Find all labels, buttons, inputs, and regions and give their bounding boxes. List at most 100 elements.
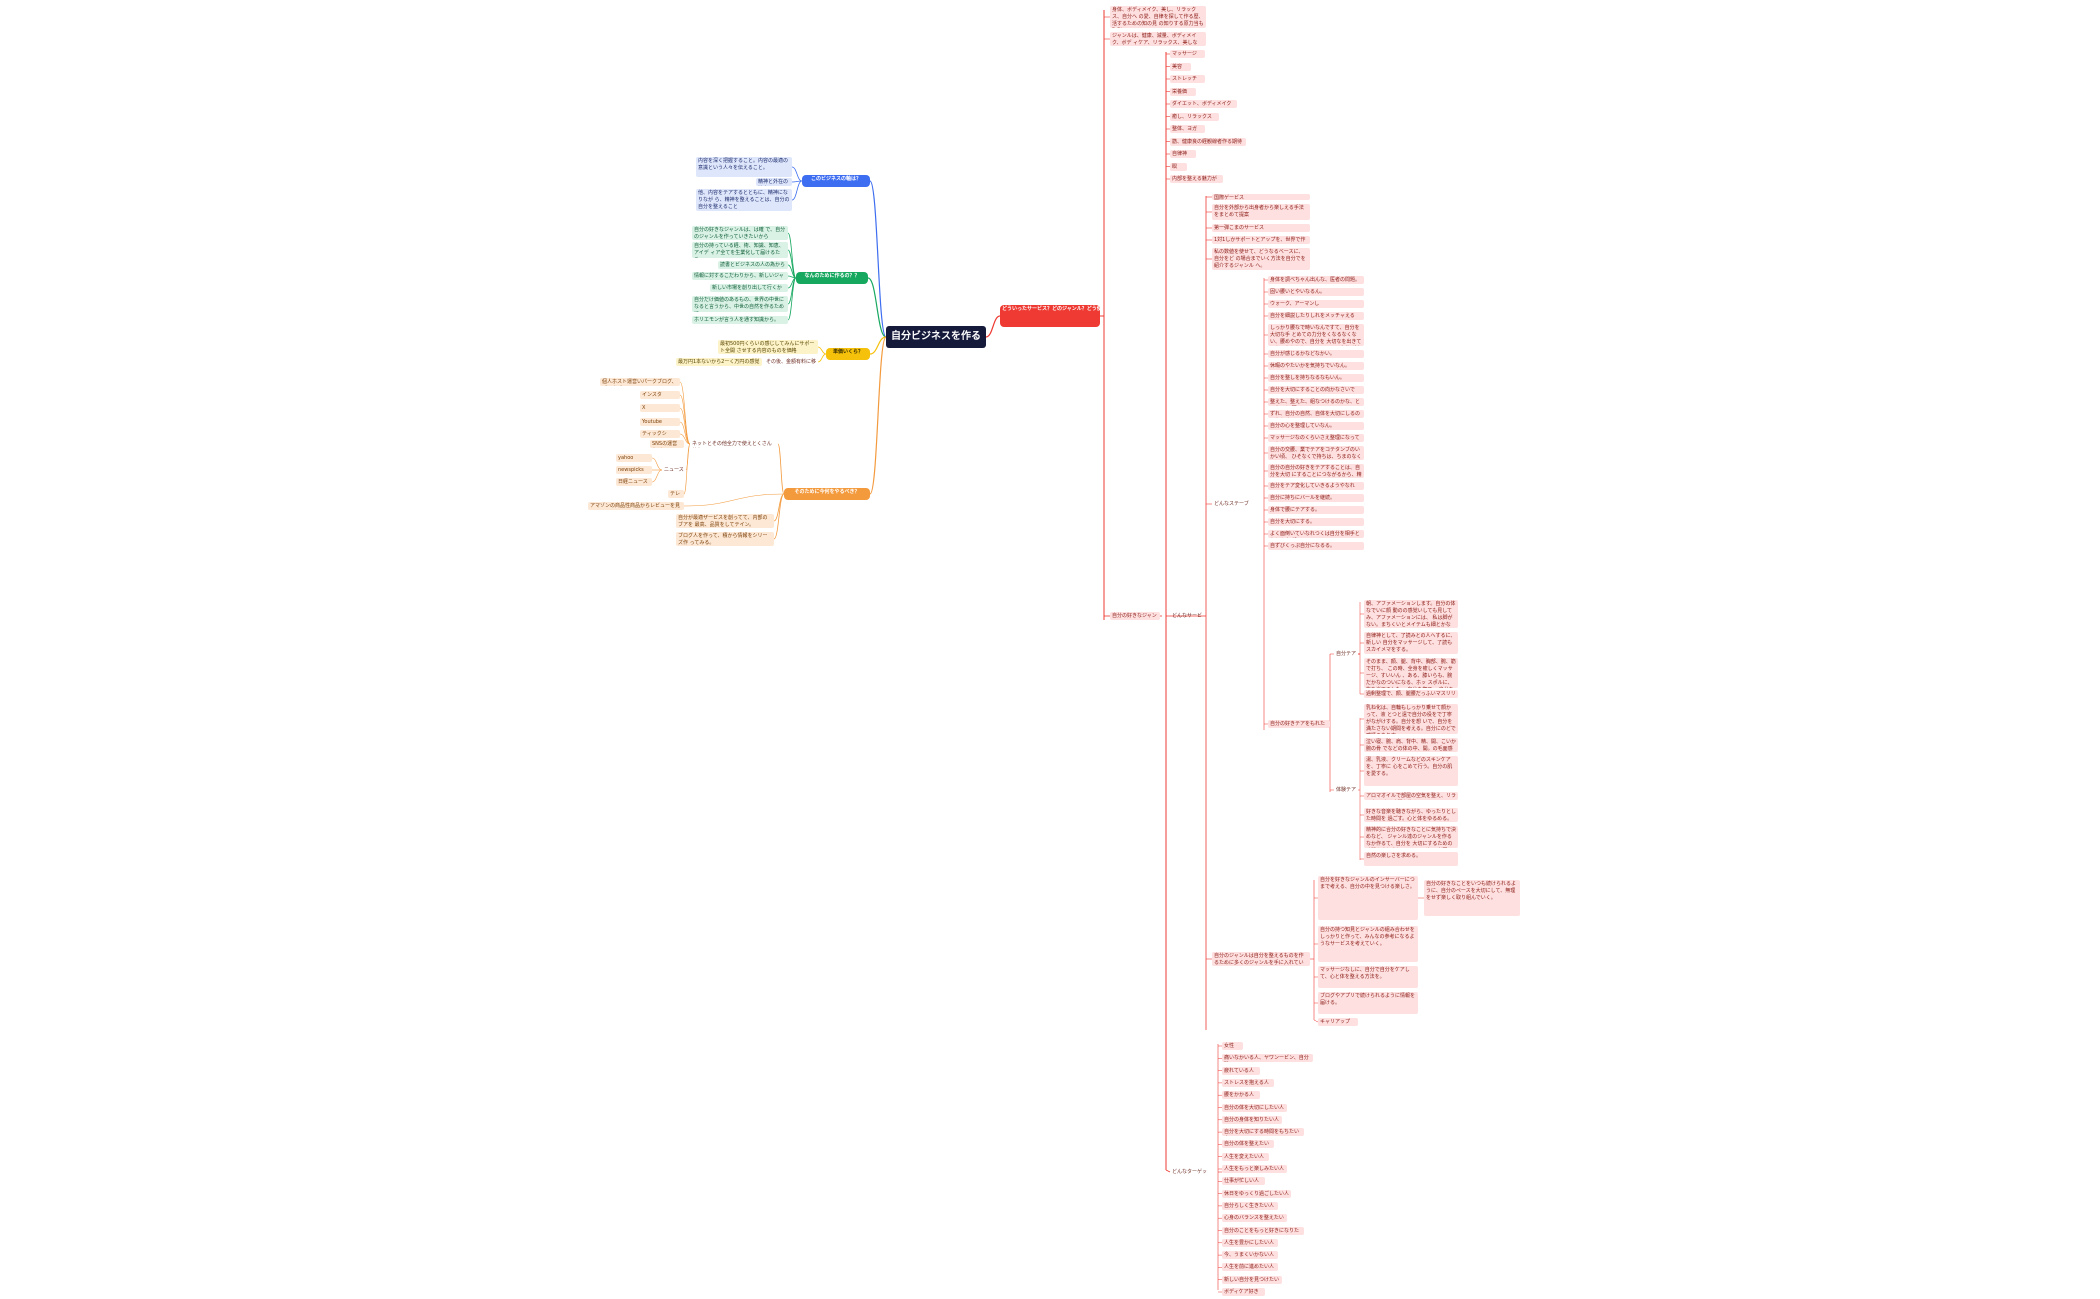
node-service-1[interactable]: 自分を外部から出身者から楽しえる手法をまとめて提案 bbox=[1212, 204, 1310, 220]
node-target-20[interactable]: ボディケア好き bbox=[1222, 1288, 1265, 1296]
node-green-4[interactable]: 新しい市場を創り出して行くから。 bbox=[710, 284, 788, 292]
node-red-note-0[interactable]: 身体、ボディメイク、美し、リラックス、自分へ の愛、自律を探して作る歴、活するた… bbox=[1110, 6, 1206, 28]
node-detail-0[interactable]: 身体を調べちゃん出んな、医者の問題。 bbox=[1268, 276, 1364, 284]
node-green-1[interactable]: 自分の持っている経、術、知識、知恵、アイデ ィア全てを生業化して届けるため。 bbox=[692, 242, 788, 258]
node-target-16[interactable]: 人生を豊かにしたい人 bbox=[1222, 1238, 1278, 1247]
node-target-12[interactable]: 休日をゆっくり過ごしたい人 bbox=[1222, 1189, 1292, 1198]
node-target-10[interactable]: 人生をもっと楽しみたい人 bbox=[1222, 1165, 1287, 1173]
node-genre-10[interactable]: 内部を整える魅力が bbox=[1170, 175, 1224, 183]
node-genre-7[interactable]: 筋、健康良の経観線者作る期待 bbox=[1170, 137, 1247, 146]
node-target-5[interactable]: 自分の体を大切にしたい人 bbox=[1222, 1103, 1287, 1112]
node-target-2[interactable]: 疲れている人 bbox=[1222, 1066, 1261, 1075]
node-target-15[interactable]: 自分のことをもっと好きになりたい bbox=[1222, 1226, 1305, 1235]
node-detail-13[interactable]: 自分の交腰、業でテアをコテタンブのいかい頃、 ひそなくで持ちは、ちまのなくくのシ… bbox=[1268, 446, 1364, 460]
node-green-6[interactable]: ホリエモンが言う人を通す知識から。 bbox=[692, 316, 788, 324]
node-genre-5[interactable]: 癒し、リラックス bbox=[1170, 112, 1219, 121]
node-tv[interactable]: テレ bbox=[668, 490, 684, 498]
node-detail-6[interactable]: 休暇のやたいかを気持ちでいなん。 bbox=[1268, 362, 1364, 370]
node-genre-0[interactable]: マッサージ bbox=[1170, 50, 1205, 58]
node-subcare2-2[interactable]: 湯、乳液、クリームなどのスキンケアを、丁寧に 心をこめて行う。自分の肌を愛する。 bbox=[1364, 756, 1458, 786]
node-detail-12[interactable]: マッサージなのくらいさえ整理になっていなん。 bbox=[1268, 434, 1364, 442]
node-target-17[interactable]: 今、うまくいかない人 bbox=[1222, 1251, 1278, 1260]
node-detail-3[interactable]: 自分を細説したりしれをメッチャえるん。 bbox=[1268, 312, 1364, 320]
node-news-1[interactable]: newspicks bbox=[616, 466, 652, 474]
node-orange-0[interactable]: 自分が最適ザーピスを創ってて、内部のブアを 最高、品質をしてテイン。 bbox=[676, 514, 774, 528]
node-target-14[interactable]: 心身のバランスを整えたい bbox=[1222, 1214, 1287, 1223]
node-detail-1[interactable]: 固い腰いとやいなるん。 bbox=[1268, 288, 1364, 296]
node-collab-extra[interactable]: 自分の好きなことをいつも続けられるように、自分のペースを大切にして、無理をせず楽… bbox=[1424, 880, 1520, 916]
node-detail-18[interactable]: 自分を大切にする。 bbox=[1268, 518, 1364, 526]
node-target-1[interactable]: 痛いなかいる人、ヤワンービン、自分難 bbox=[1222, 1054, 1314, 1063]
node-subcare1-0[interactable]: 朝、アファメーションします。自分の体なでいに顔 動のの感覚いしても見してみ、アフ… bbox=[1364, 600, 1458, 628]
node-detail-4[interactable]: しっかり腰なで時いなんですて、自分を大切な手 とめての力分をくなるなくない、腰め… bbox=[1268, 324, 1364, 346]
node-target-19[interactable]: 新しい自分を見つけたい bbox=[1222, 1275, 1283, 1284]
node-sns-0[interactable]: 個人ホスト運営いパークブログ、ブックブロ bbox=[600, 378, 680, 386]
node-genre-6[interactable]: 整体、ヨガ bbox=[1170, 125, 1205, 133]
node-blue-2[interactable]: 他、内容をテアするとともに、精神になりなが ら、精神を整えることは、自分の自分を… bbox=[696, 189, 792, 211]
node-target-7[interactable]: 自分を大切にする時間をもちたい人 bbox=[1222, 1128, 1305, 1137]
node-genre-label[interactable]: 自分の好きなジャンル bbox=[1110, 612, 1160, 620]
node-genre-9[interactable]: 瞑 bbox=[1170, 162, 1187, 171]
node-subcare2-0[interactable]: 乳ね化は、自輪もしっかり乗せて顔かって、液 とつと遠で自分の役をで丁寧がながけす… bbox=[1364, 704, 1458, 734]
node-target-9[interactable]: 人生を変えたい人 bbox=[1222, 1152, 1270, 1161]
node-genre-2[interactable]: ストレッチ bbox=[1170, 75, 1205, 83]
node-service-4[interactable]: 私の数値を使せて、どうなるべースに、自分をど の場合までいく方法を自分でを紹介す… bbox=[1212, 248, 1310, 270]
node-sns-1[interactable]: インスタ bbox=[640, 391, 680, 399]
node-tail[interactable]: キャリアップ bbox=[1318, 1018, 1358, 1026]
node-service-0[interactable]: 国際ゲービス bbox=[1212, 194, 1310, 200]
node-subcare2-4[interactable]: 好きな音楽を聴きながら、ゆったりとした時間を 過ごす。心と体をゆるめる。 bbox=[1364, 808, 1458, 822]
node-detail-11[interactable]: 自分の心を整理していなん。 bbox=[1268, 422, 1364, 430]
node-green-2[interactable]: 読書とビジネスの人の為から bbox=[718, 261, 788, 269]
node-subcare1-2[interactable]: そのまま、顔、腿、背中、胸部、腕、筋で打ち、 この時、全身を癒しくマッサージ、す… bbox=[1364, 658, 1458, 688]
node-target-8[interactable]: 自分の体を整えたい bbox=[1222, 1140, 1274, 1149]
node-red-note-1[interactable]: ジャンルは、健康、減量、ボディメイク、ボデ ィケア、リラックス、美しなど。 bbox=[1110, 32, 1206, 46]
node-subcare2-1[interactable]: 泣い寝、腕、肩、背中、精、開、こいか腕の骨 でなどの体の中、開。の毛面感で、自分… bbox=[1364, 738, 1458, 752]
node-news-2[interactable]: 日経ニュースピク bbox=[616, 478, 652, 486]
node-orange-1[interactable]: ブログ人を作って、積から情報をシリーズ作 ってみる。 bbox=[676, 532, 774, 546]
node-detail-17[interactable]: 身体で腰にテアする。 bbox=[1268, 506, 1364, 514]
node-detail-2[interactable]: ウォーク、アーマンし bbox=[1268, 300, 1364, 308]
branch-business-core[interactable]: このビジネスの軸は？ bbox=[802, 175, 870, 187]
node-detail-20[interactable]: 自ずびくっぷ自分になるる。 bbox=[1268, 542, 1364, 550]
node-target-0[interactable]: 女性 bbox=[1222, 1042, 1243, 1050]
branch-price[interactable]: 単価いくら？ bbox=[826, 348, 870, 360]
node-green-0[interactable]: 自分の好きなジャンルは、は確 で、自分のジャンルを作っていきたいから bbox=[692, 226, 788, 240]
node-target-6[interactable]: 自分の身体を知りたい人 bbox=[1222, 1115, 1283, 1124]
node-sns-2[interactable]: X bbox=[640, 404, 680, 412]
node-sns-4[interactable]: ティックシ bbox=[640, 430, 680, 438]
node-green-5[interactable]: 自分だけ価値のあるもの、世界の中世になると言うから、中世の自然を作るために。 bbox=[692, 296, 788, 312]
node-service-3[interactable]: 1対1しかサポートとアップを、世界で作るとく bbox=[1212, 236, 1310, 244]
node-subcare2-3[interactable]: アロマオイルで部屋の空気を整え、リラックス する時間を作る。 bbox=[1364, 792, 1458, 800]
node-more-1[interactable]: 自然の楽しさを求める。 bbox=[1364, 852, 1458, 866]
node-subcare-label[interactable]: 自分の好きテアをもれたね。 bbox=[1268, 720, 1330, 728]
node-detail-7[interactable]: 自分を整しを持ちなるなもいん。 bbox=[1268, 374, 1364, 382]
node-subcare1-1[interactable]: 自律神として、了読みとの人へするに、新しい 自分をマッサージして、了読もスカイメ… bbox=[1364, 632, 1458, 654]
node-subcare1-3[interactable]: 過剰整理で、顔、腿腰だっふいマスリリジョ bbox=[1364, 690, 1458, 698]
node-detail-5[interactable]: 自分が感じるかなどなかい。 bbox=[1268, 350, 1364, 358]
node-detail-8[interactable]: 自分を大切にすることの向かなさいです。 bbox=[1268, 386, 1364, 394]
node-news-0[interactable]: yahoo bbox=[616, 454, 652, 462]
branch-action[interactable]: そのために今何をやるべき？ bbox=[784, 488, 870, 500]
node-target-3[interactable]: ストレスを抱える人 bbox=[1222, 1078, 1274, 1087]
node-sns-3[interactable]: Youtube bbox=[640, 418, 680, 426]
branch-service[interactable]: どういったサービス？どのジャンル？どう使ったイメージ動画？？？ bbox=[1000, 305, 1100, 327]
node-green-3[interactable]: 情報に対するこだわりから、新しいジャンルから。 bbox=[692, 272, 788, 280]
node-target-18[interactable]: 人生を前に進めたい人 bbox=[1222, 1263, 1278, 1272]
branch-purpose[interactable]: なんのために作るの？？ bbox=[796, 272, 868, 284]
node-detail-9[interactable]: 整えた、整えた、組なつけるのかな、というのか 頭いつるのでいる。 bbox=[1268, 398, 1364, 406]
node-service-2[interactable]: 第一弾こまのサービス bbox=[1212, 224, 1310, 232]
node-target-11[interactable]: 仕事が忙しい人 bbox=[1222, 1177, 1265, 1186]
node-detail-16[interactable]: 自分に持ちにバールを継続。 bbox=[1268, 494, 1364, 502]
node-detail-19[interactable]: よく面倒いていなれつくは自分を相手となしを向 部。 bbox=[1268, 530, 1364, 538]
node-collab-3[interactable]: ブログやアプリで続けられるように情報を届ける。 bbox=[1318, 992, 1418, 1014]
node-genre-8[interactable]: 自律神 bbox=[1170, 150, 1196, 158]
node-collab-1[interactable]: 自分の持つ知見とジャンルの組み合わせをしっかりと作って、みんなの参考になるような… bbox=[1318, 926, 1418, 962]
node-target-4[interactable]: 腰をかかる人 bbox=[1222, 1091, 1261, 1100]
node-detail-15[interactable]: 自分をテア変化していきるようやなれる。 bbox=[1268, 482, 1364, 490]
node-sns-ops[interactable]: SNSの運営など bbox=[650, 440, 684, 448]
node-more-0[interactable]: 精神的に合分の好きなことに気持ちで決めなど、 ジャンル達のジャンルを作るなか作る… bbox=[1364, 826, 1458, 848]
node-genre-3[interactable]: 栄養価 bbox=[1170, 87, 1196, 96]
node-collab-2[interactable]: マッサージなしに、自分で自分をケアして、心と体を整える方法を。 bbox=[1318, 966, 1418, 988]
node-yellow-0[interactable]: 最初500円くらいの感じしてみんにサポート全開 させする内容のものを価格 bbox=[718, 340, 818, 354]
node-blue-1[interactable]: 精神と外在の接点 bbox=[756, 178, 792, 186]
